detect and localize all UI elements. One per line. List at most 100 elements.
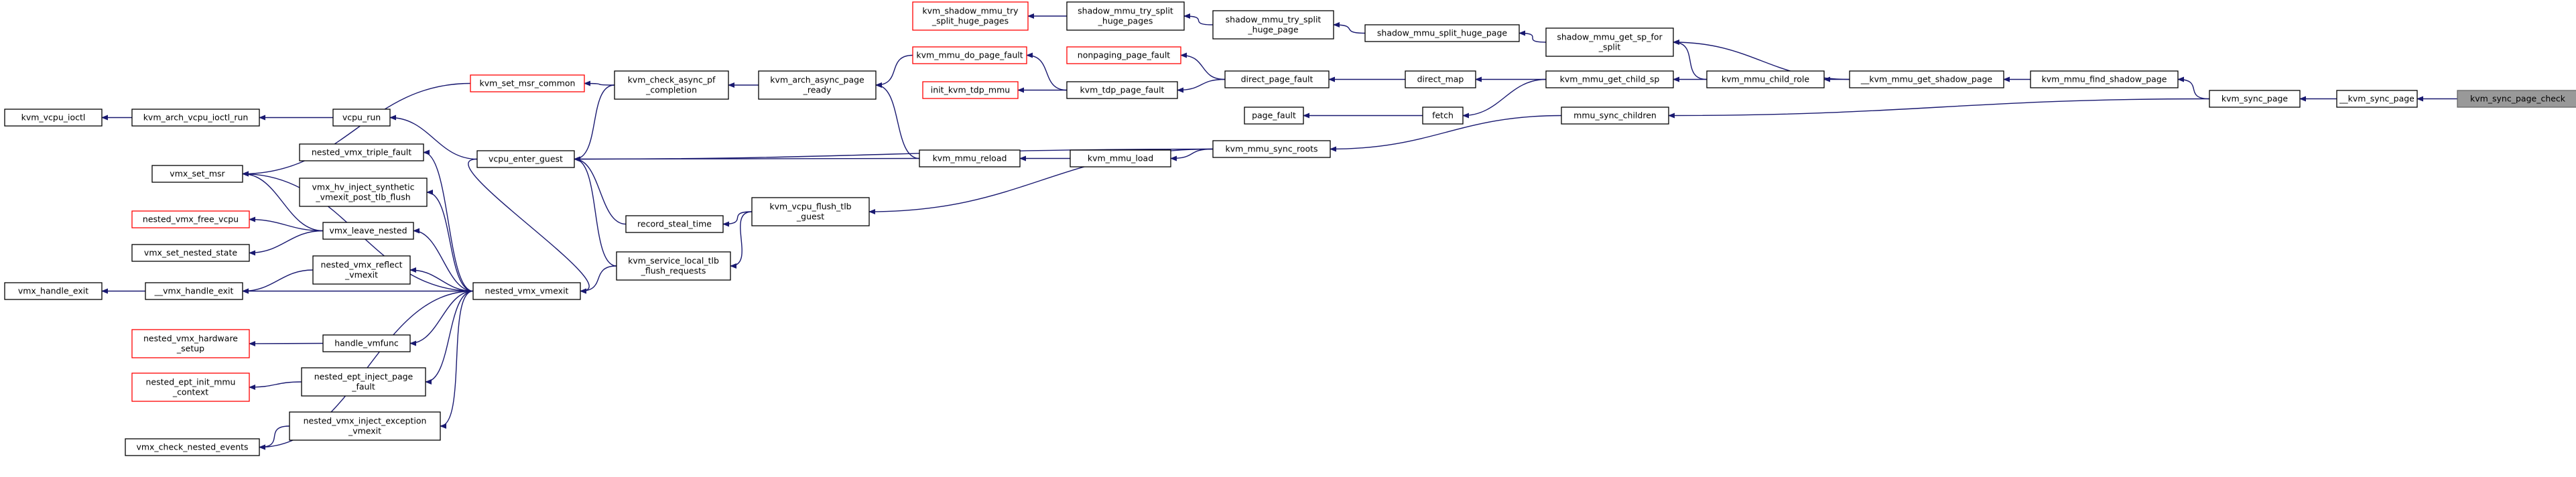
node-box bbox=[2457, 90, 2576, 108]
edge-nested-vmx-vmexit-to-vcpu-enter-guest bbox=[468, 158, 590, 294]
node-shadow-mmu-try-split-huge-page[interactable]: shadow_mmu_try_split_huge_page bbox=[1212, 10, 1334, 40]
node-shadow-mmu-try-split-huge-pages[interactable]: shadow_mmu_try_split_huge_pages bbox=[1066, 1, 1185, 31]
edge-kvm-tdp-page-fault-to-direct-page-fault bbox=[1177, 78, 1226, 93]
node-box bbox=[470, 74, 585, 92]
node-box bbox=[922, 81, 1019, 99]
node-kvm-set-msr-common[interactable]: kvm_set_msr_common bbox=[470, 74, 585, 92]
node-vmx-handle-exit[interactable]: __vmx_handle_exit bbox=[145, 282, 243, 300]
node-box bbox=[1706, 70, 1825, 88]
edge-nested-vmx-inject-exception-vmexit-to-nested-vmx-vmexit bbox=[440, 290, 474, 429]
node-vcpu-enter-guest[interactable]: vcpu_enter_guest bbox=[476, 150, 575, 168]
node-nested-vmx-free-vcpu[interactable]: nested_vmx_free_vcpu bbox=[131, 210, 250, 228]
node-kvm-mmu-do-page-fault[interactable]: kvm_mmu_do_page_fault bbox=[912, 46, 1027, 64]
edge-shadow-mmu-try-split-huge-pages-to-shadow-mmu-try-split-huge-page bbox=[1183, 13, 1214, 25]
node-kvm-mmu-reload[interactable]: kvm_mmu_reload bbox=[919, 149, 1021, 167]
node-label: nested_vmx_free_vcpu bbox=[143, 214, 239, 224]
node-init-kvm-tdp-mmu[interactable]: init_kvm_tdp_mmu bbox=[922, 81, 1019, 99]
node-vmx-check-nested-events[interactable]: vmx_check_nested_events bbox=[125, 438, 260, 456]
node-direct-map[interactable]: direct_map bbox=[1405, 70, 1476, 88]
edge-vmx-handle-exit-to-nested-vmx-reflect-vmexit bbox=[242, 269, 314, 294]
edge-kvm-mmu-sync-roots-to-mmu-sync-children bbox=[1330, 115, 1562, 152]
node-kvm-vcpu-ioctl[interactable]: kvm_vcpu_ioctl bbox=[4, 109, 103, 127]
node-box bbox=[145, 282, 243, 300]
node-label: _context bbox=[172, 387, 208, 397]
node-box bbox=[322, 222, 414, 240]
node-box bbox=[299, 178, 428, 207]
node-vmx-leave-nested[interactable]: vmx_leave_nested bbox=[322, 222, 414, 240]
node-nested-ept-inject-page-fault[interactable]: nested_ept_inject_page_fault bbox=[301, 367, 426, 397]
node-kvm-vcpu-flush-tlb-guest[interactable]: kvm_vcpu_flush_tlb_guest bbox=[751, 197, 870, 226]
node-fetch[interactable]: fetch bbox=[1422, 107, 1464, 125]
node-vmx-hv-inject-synthetic-vmexit-post-tlb-flush[interactable]: vmx_hv_inject_synthetic_vmexit_post_tlb_… bbox=[299, 178, 428, 207]
node-kvm-sync-page[interactable]: __kvm_sync_page bbox=[2336, 90, 2418, 108]
node-vmx-set-nested-state[interactable]: vmx_set_nested_state bbox=[131, 244, 250, 262]
edge-vmx-check-nested-events-to-nested-vmx-inject-exception-vmexit bbox=[259, 425, 290, 450]
node-label: kvm_mmu_get_child_sp bbox=[1560, 74, 1660, 84]
node-box bbox=[614, 70, 729, 100]
node-page-fault[interactable]: page_fault bbox=[1244, 107, 1304, 125]
node-kvm-arch-async-page-ready[interactable]: kvm_arch_async_page_ready bbox=[758, 70, 877, 100]
edge-nested-vmx-vmexit-to-kvm-service-local-tlb-flush-requests bbox=[580, 265, 617, 294]
node-nested-vmx-triple-fault[interactable]: nested_vmx_triple_fault bbox=[299, 143, 424, 161]
node-label: direct_map bbox=[1417, 74, 1464, 84]
node-label: kvm_check_async_pf bbox=[628, 75, 716, 85]
node-kvm-sync-page[interactable]: kvm_sync_page bbox=[2209, 90, 2301, 108]
node-kvm-tdp-page-fault[interactable]: kvm_tdp_page_fault bbox=[1066, 81, 1178, 99]
node-label: shadow_mmu_get_sp_for bbox=[1557, 32, 1663, 42]
node-label: vmx_set_nested_state bbox=[144, 248, 237, 258]
node-shadow-mmu-split-huge-page[interactable]: shadow_mmu_split_huge_page bbox=[1364, 24, 1520, 42]
node-box bbox=[1066, 81, 1178, 99]
node-label: _huge_page bbox=[1247, 25, 1298, 35]
node-label: record_steal_time bbox=[637, 219, 712, 229]
node-box bbox=[1545, 27, 1674, 57]
node-nested-vmx-reflect-vmexit[interactable]: nested_vmx_reflect_vmexit bbox=[312, 255, 411, 285]
node-box bbox=[476, 150, 575, 168]
node-vmx-handle-exit[interactable]: vmx_handle_exit bbox=[4, 282, 103, 300]
node-nonpaging-page-fault[interactable]: nonpaging_page_fault bbox=[1066, 46, 1181, 64]
edge-kvm-mmu-find-shadow-page-to-kvm-sync-page bbox=[2177, 76, 2210, 100]
node-nested-vmx-vmexit[interactable]: nested_vmx_vmexit bbox=[472, 282, 581, 300]
node-nested-vmx-hardware-setup[interactable]: nested_vmx_hardware_setup bbox=[131, 329, 250, 358]
edge-vcpu-run-to-vcpu-enter-guest bbox=[389, 115, 478, 160]
node-box bbox=[2209, 90, 2301, 108]
node-box bbox=[912, 46, 1027, 64]
node-label: kvm_tdp_page_fault bbox=[1080, 85, 1165, 95]
node-box bbox=[131, 244, 250, 262]
node-box bbox=[1545, 70, 1674, 88]
node-kvm-check-async-pf-completion[interactable]: kvm_check_async_pf_completion bbox=[614, 70, 729, 100]
node-direct-page-fault[interactable]: direct_page_fault bbox=[1224, 70, 1330, 88]
node-label: direct_page_fault bbox=[1241, 74, 1313, 84]
node-box bbox=[1422, 107, 1464, 125]
node-handle-vmfunc[interactable]: handle_vmfunc bbox=[322, 334, 411, 352]
node-box bbox=[1364, 24, 1520, 42]
node-box bbox=[4, 282, 103, 300]
node-mmu-sync-children[interactable]: mmu_sync_children bbox=[1561, 107, 1669, 125]
node-label: _vmexit bbox=[344, 270, 378, 280]
node-nested-vmx-inject-exception-vmexit[interactable]: nested_vmx_inject_exception_vmexit bbox=[289, 411, 441, 441]
node-kvm-arch-vcpu-ioctl-run[interactable]: kvm_arch_vcpu_ioctl_run bbox=[131, 109, 260, 127]
node-shadow-mmu-get-sp-for-split[interactable]: shadow_mmu_get_sp_for_split bbox=[1545, 27, 1674, 57]
node-kvm-mmu-find-shadow-page[interactable]: kvm_mmu_find_shadow_page bbox=[2030, 70, 2179, 88]
edge-fetch-to-kvm-mmu-get-child-sp bbox=[1462, 78, 1547, 119]
node-label: mmu_sync_children bbox=[1573, 111, 1657, 121]
node-box bbox=[1405, 70, 1476, 88]
edge-nonpaging-page-fault-to-direct-page-fault bbox=[1180, 52, 1226, 80]
node-box bbox=[1849, 70, 2004, 88]
edge-record-steal-time-to-kvm-vcpu-flush-tlb-guest bbox=[722, 211, 753, 227]
node-kvm-shadow-mmu-try-split-huge-pages[interactable]: kvm_shadow_mmu_try_split_huge_pages bbox=[912, 1, 1029, 31]
node-record-steal-time[interactable]: record_steal_time bbox=[625, 215, 724, 233]
node-vmx-set-msr[interactable]: vmx_set_msr bbox=[151, 165, 243, 183]
node-kvm-mmu-sync-roots[interactable]: kvm_mmu_sync_roots bbox=[1212, 140, 1331, 158]
node-kvm-service-local-tlb-flush-requests[interactable]: kvm_service_local_tlb_flush_requests bbox=[616, 251, 731, 281]
node-kvm-mmu-child-role[interactable]: kvm_mmu_child_role bbox=[1706, 70, 1825, 88]
node-label: kvm_vcpu_ioctl bbox=[21, 113, 86, 123]
node-label: nested_vmx_inject_exception bbox=[304, 416, 427, 426]
node-kvm-mmu-load[interactable]: kvm_mmu_load bbox=[1070, 149, 1171, 167]
node-nested-ept-init-mmu-context[interactable]: nested_ept_init_mmu_context bbox=[131, 372, 250, 402]
edge-kvm-mmu-do-page-fault-to-kvm-tdp-page-fault bbox=[1026, 52, 1068, 91]
node-label: vmx_leave_nested bbox=[329, 226, 407, 236]
node-kvm-mmu-get-child-sp[interactable]: kvm_mmu_get_child_sp bbox=[1545, 70, 1674, 88]
node-vcpu-run[interactable]: vcpu_run bbox=[332, 109, 391, 127]
node-kvm-mmu-get-shadow-page[interactable]: __kvm_mmu_get_shadow_page bbox=[1849, 70, 2004, 88]
